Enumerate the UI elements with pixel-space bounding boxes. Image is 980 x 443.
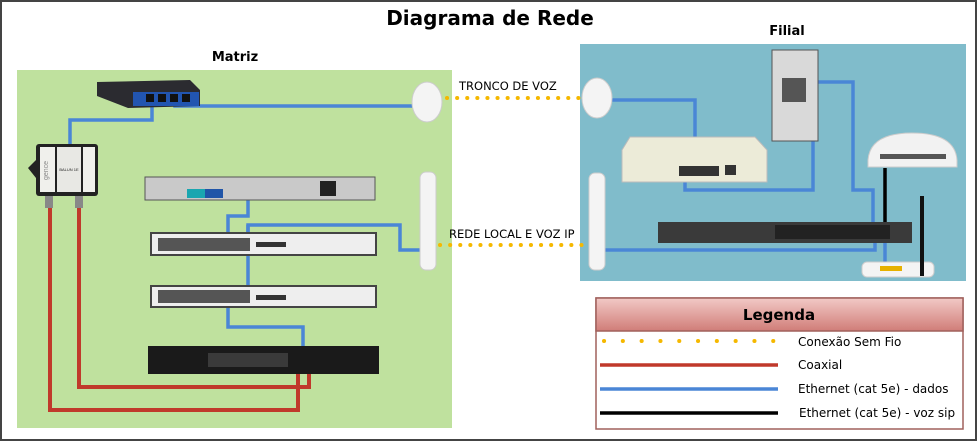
network-switch-1 <box>150 232 377 256</box>
sector-antenna-filial <box>588 172 606 271</box>
switch-filial <box>658 222 912 243</box>
trunk-label: TRONCO DE VOZ <box>458 79 557 93</box>
sector-antenna-matriz <box>419 171 437 271</box>
legend-label: Conexão Sem Fio <box>798 335 901 349</box>
wifi-router <box>861 196 935 278</box>
balun-brand: gence <box>43 161 50 180</box>
legend: Legenda Conexão Sem Fio Coaxial Ethernet… <box>595 297 964 430</box>
dish-antenna-filial <box>581 77 613 119</box>
dish-antenna-matriz <box>411 81 443 123</box>
network-switch-2 <box>150 285 377 308</box>
voip-modem <box>621 136 768 183</box>
legend-label: Coaxial <box>798 358 842 372</box>
diagram-title: Diagrama de Rede <box>386 6 594 30</box>
router <box>867 132 958 168</box>
ip-pbx-gateway <box>148 346 379 374</box>
poe-switch <box>97 80 200 108</box>
matriz-label: Matriz <box>212 50 258 65</box>
balun-model: BALUN 1E <box>59 167 79 172</box>
legend-title: Legenda <box>743 306 815 324</box>
rack-server <box>144 176 376 201</box>
filial-label: Filial <box>769 24 804 39</box>
coax-cables <box>48 205 311 412</box>
legend-label: Ethernet (cat 5e) - dados <box>798 382 949 396</box>
lan-label: REDE LOCAL E VOZ IP <box>449 227 575 241</box>
balun: gence BALUN 1E <box>28 144 98 208</box>
legend-label: Ethernet (cat 5e) - voz sip <box>799 406 955 420</box>
tower-pc <box>771 49 819 142</box>
